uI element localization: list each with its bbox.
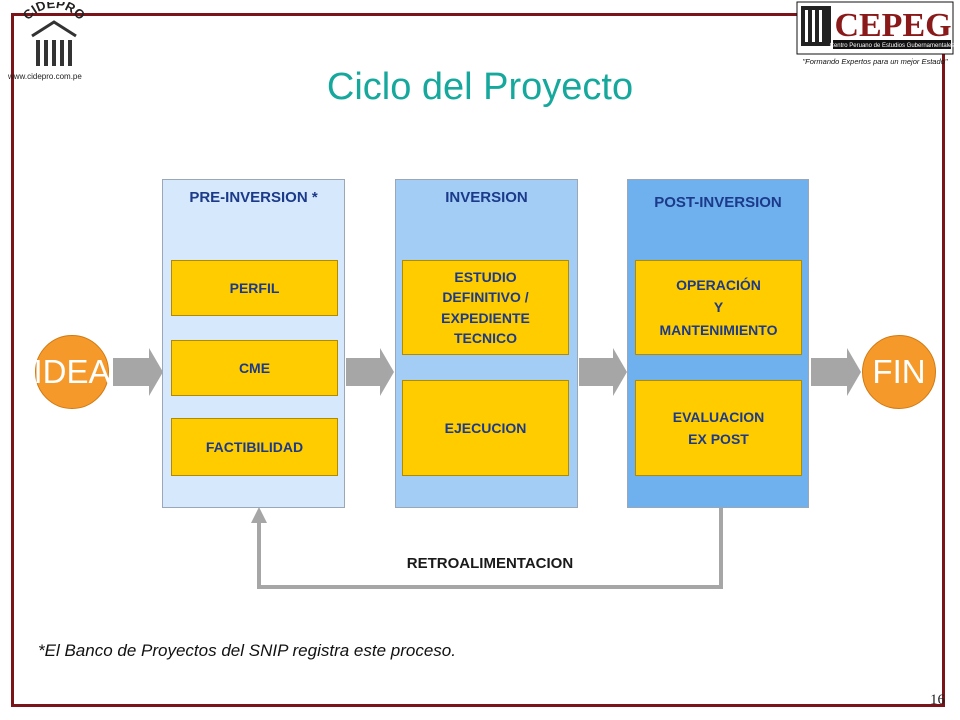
slide-frame (11, 13, 945, 707)
phase-post-inversion-label: POST-INVERSION (654, 194, 782, 211)
cepeg-logo-subtitle: Centro Peruano de Estudios Gubernamental… (830, 43, 955, 49)
flow-arrow-1 (113, 348, 163, 396)
cepeg-logo: CEPEG Centro Peruano de Estudios Guberna… (795, 0, 955, 70)
step-estudio-definitivo: ESTUDIO DEFINITIVO / EXPEDIENTE TECNICO (402, 260, 569, 355)
start-idea: IDEA (33, 335, 111, 409)
phase-pre-inversion-label: PRE-INVERSION * (189, 189, 318, 206)
phase-inversion-label: INVERSION (445, 189, 528, 206)
page-title: Ciclo del Proyecto (326, 66, 634, 108)
step-evaluacion-ex-post: EVALUACION EX POST (635, 380, 802, 476)
feedback-loop-line (257, 508, 723, 589)
flow-arrow-3 (579, 348, 627, 396)
step-cme: CME (171, 340, 338, 396)
step-factibilidad: FACTIBILIDAD (171, 418, 338, 476)
footnote: *El Banco de Proyectos del SNIP registra… (38, 641, 456, 660)
feedback-arrowhead (251, 507, 267, 523)
cepeg-logo-text: CEPEG (834, 7, 951, 44)
page-number: 16 (930, 692, 945, 708)
feedback-label: RETROALIMENTACION (406, 555, 574, 572)
step-perfil: PERFIL (171, 260, 338, 316)
step-operacion-mantenimiento: OPERACIÓN Y MANTENIMIENTO (635, 260, 802, 355)
end-fin: FIN (862, 335, 936, 409)
cidepro-logo: CIDEPRO (14, 0, 94, 72)
cepeg-logo-tagline: "Formando Expertos para un mejor Estado" (803, 57, 948, 66)
flow-arrow-2 (346, 348, 394, 396)
flow-arrow-4 (811, 348, 861, 396)
step-ejecucion: EJECUCION (402, 380, 569, 476)
cidepro-url: www.cidepro.com.pe (8, 72, 82, 81)
